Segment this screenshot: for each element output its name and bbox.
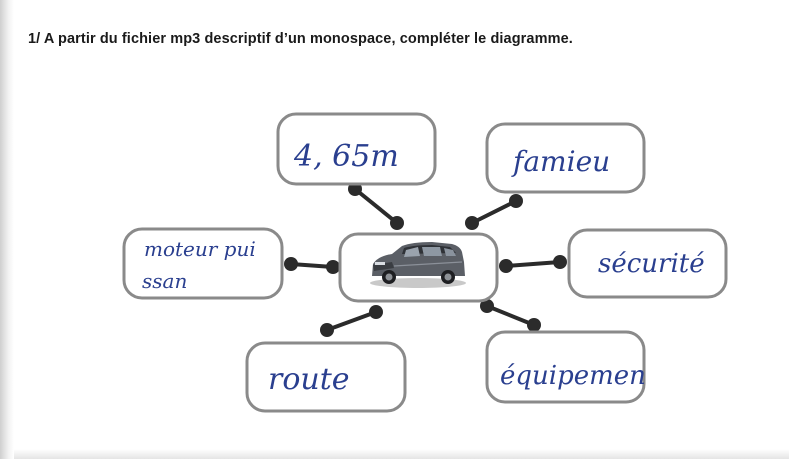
connector-top-left [353, 187, 399, 225]
connector-dot [527, 318, 541, 332]
connector-dot [480, 299, 494, 313]
answer-box-right [567, 228, 728, 299]
connector-bottom-right [485, 304, 536, 327]
connector-left [289, 262, 335, 269]
answer-box-left [122, 227, 284, 300]
answer-road: route [268, 362, 350, 397]
answer-engine-line2: ssan [142, 269, 187, 293]
answer-box-top-right [485, 122, 646, 194]
answer-family: famieu [511, 145, 610, 178]
connector-dot [499, 259, 513, 273]
answer-box-bottom-left [245, 341, 407, 413]
connector-top-right [470, 199, 518, 225]
connector-bottom-left [325, 310, 378, 332]
connector-dot [326, 260, 340, 274]
connector-right [504, 260, 562, 268]
connector-dot [284, 257, 298, 271]
answer-equipment: équipemen [500, 361, 646, 391]
answer-box-bottom-right [485, 330, 646, 404]
car-photo [370, 242, 466, 288]
connector-dot [509, 194, 523, 208]
connector-dot [320, 323, 334, 337]
answer-box-top-left [276, 112, 437, 186]
answer-safety: sécurité [598, 249, 705, 279]
connector-dot [390, 216, 404, 230]
answer-length: 4, 65m [293, 139, 399, 174]
exercise-instruction: 1/ A partir du fichier mp3 descriptif d’… [28, 31, 573, 47]
connector-dot [553, 255, 567, 269]
connector-dot [465, 216, 479, 230]
connector-dot [369, 305, 383, 319]
page-edge-shadow [0, 0, 14, 459]
page-bottom-shadow [14, 449, 789, 459]
answer-engine-line1: moteur pui [144, 237, 256, 261]
